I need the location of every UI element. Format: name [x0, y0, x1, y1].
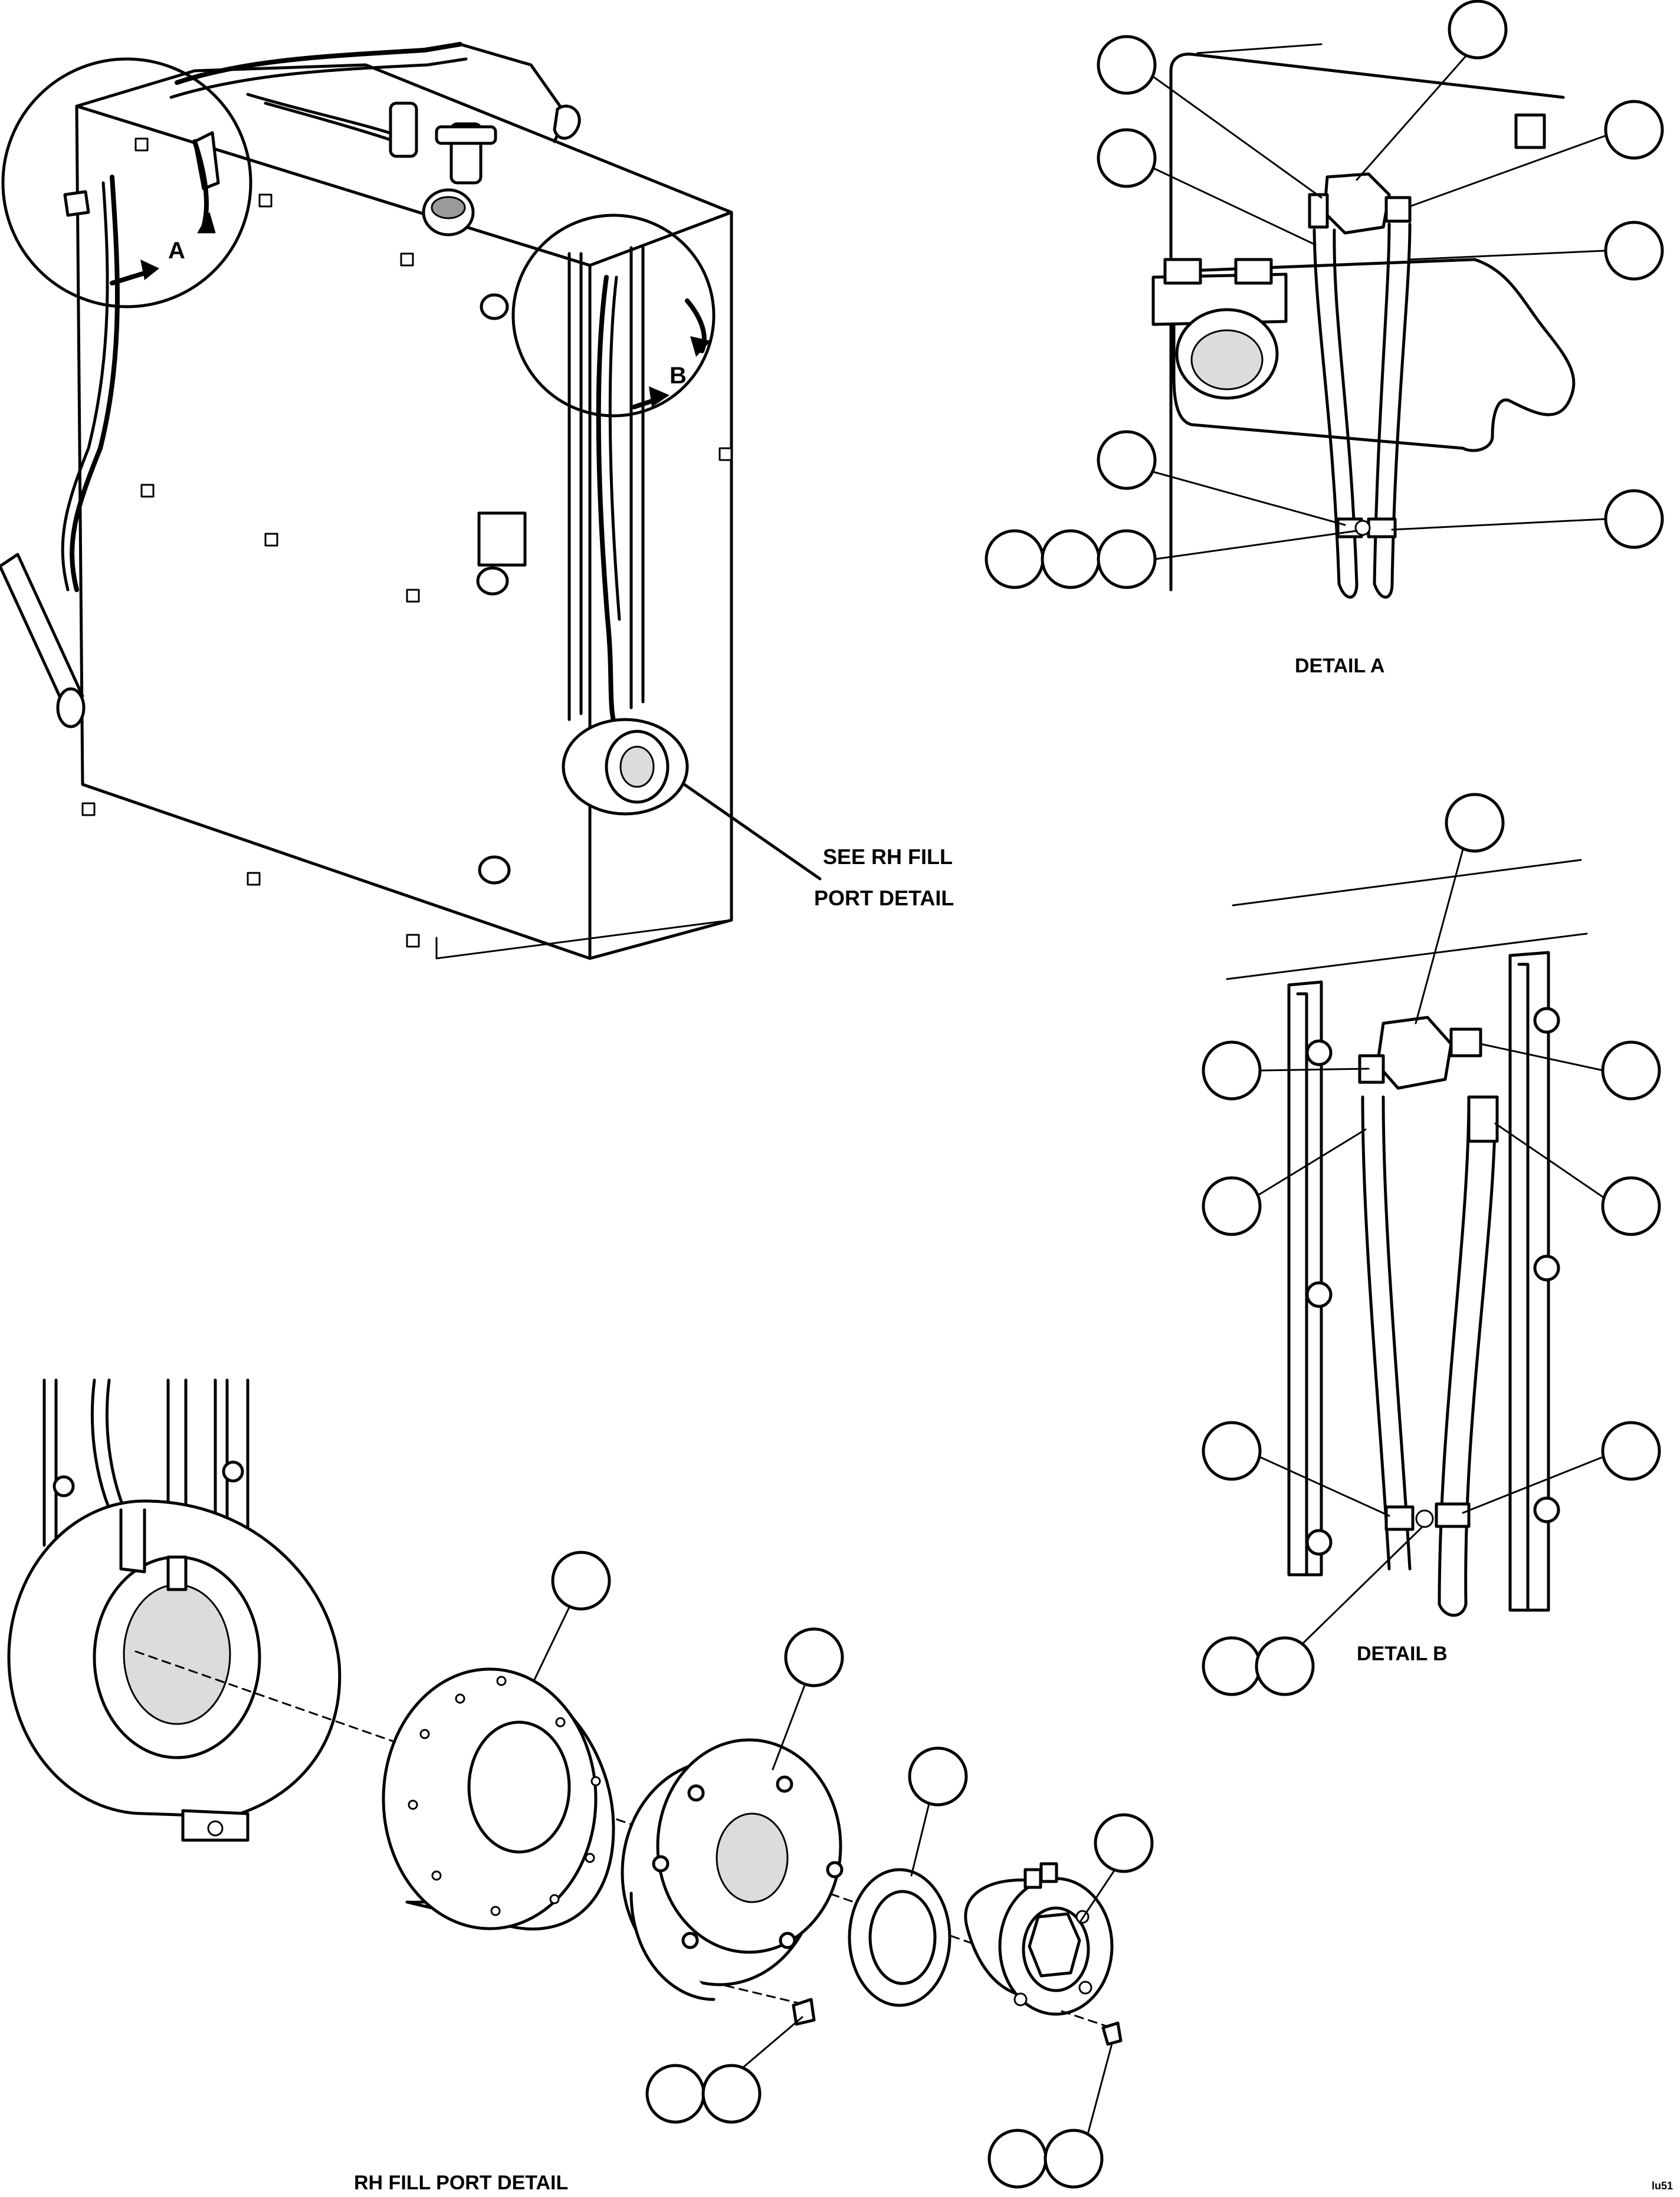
cap-bolt	[1101, 2021, 1123, 2046]
detail-b-title: DETAIL B	[1357, 1643, 1448, 1665]
top-valve-1	[389, 101, 418, 158]
detail-a-hose-right	[1373, 222, 1391, 586]
detail-b-hose-right	[1438, 1095, 1471, 1606]
adapter-bolt	[792, 1998, 816, 2026]
detail-b: DETAIL B	[1202, 793, 1661, 1696]
left-side-hose	[70, 175, 120, 592]
view-b-circle	[511, 214, 716, 418]
upper-port	[480, 293, 509, 320]
rh-fill-port-title: RH FILL PORT DETAIL	[354, 2172, 568, 2194]
front-mount-strips	[567, 246, 645, 734]
detail-b-hose-left	[1361, 1095, 1391, 1571]
top-hose-run	[175, 42, 462, 85]
detail-a-hex-fitting	[1323, 172, 1391, 235]
view-b-letter: B	[670, 363, 687, 389]
detail-b-bolts	[1305, 1007, 1560, 1556]
see-rh-fill-note-line1: SEE RH FILL	[823, 845, 953, 869]
dipstick	[0, 553, 84, 710]
detail-b-callouts	[1202, 793, 1661, 1696]
sheet-code: lu51	[1652, 2180, 1673, 2192]
detail-b-hex-fitting	[1376, 1016, 1453, 1090]
mounting-bosses	[81, 137, 733, 948]
rh-fill-port-detail: RH FILL PORT DETAIL	[7, 1378, 1154, 2194]
detail-a-boss	[1514, 113, 1546, 149]
data-plate	[477, 511, 527, 567]
see-rh-fill-note-line2: PORT DETAIL	[814, 886, 954, 910]
detail-a: DETAIL A	[985, 0, 1664, 677]
tank-assembly-view: A B SEE RH FILL PORT DETAIL	[0, 42, 954, 960]
lifting-eye	[193, 131, 220, 191]
detail-a-callouts	[985, 0, 1664, 589]
view-a-letter: A	[168, 238, 185, 264]
rh-fill-callouts	[533, 1551, 1154, 2189]
detail-a-title: DETAIL A	[1295, 655, 1384, 677]
detail-a-hose-left	[1312, 228, 1341, 586]
view-a-circle	[1, 57, 252, 308]
